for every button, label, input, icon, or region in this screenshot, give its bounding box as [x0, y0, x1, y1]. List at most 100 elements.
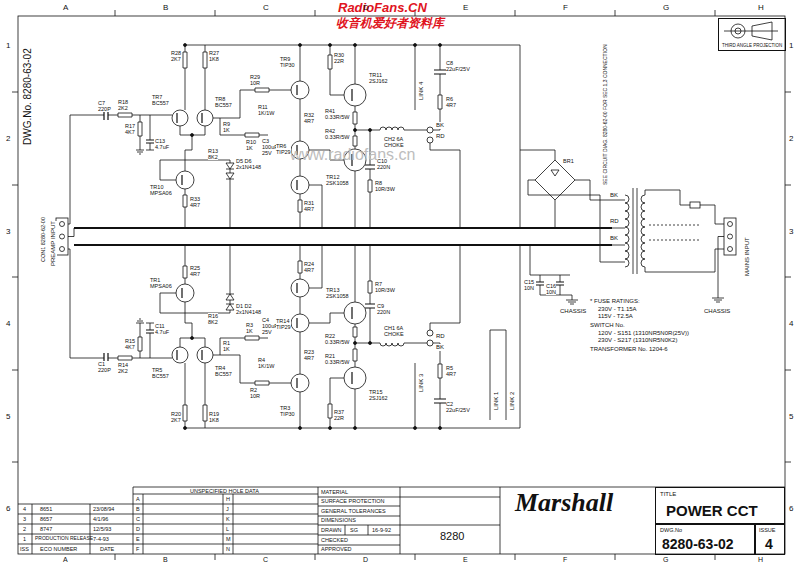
connector-pin	[60, 234, 65, 239]
voltage-switch	[649, 225, 700, 240]
note-text: CHASSIS	[704, 308, 730, 315]
component-label: D5 D6 2x1N4148	[236, 158, 261, 170]
component-label: TR7 BC557	[152, 94, 169, 106]
upper-channel	[65, 44, 521, 229]
note-text: TRANSFORMER No. 1204-6	[590, 346, 668, 353]
component-label: TR12 2SK1058	[326, 174, 349, 186]
note-text: RD	[436, 333, 445, 340]
component-label: R23 4R7	[304, 349, 314, 361]
note-text: CHASSIS	[560, 308, 586, 315]
component-label: C16 10N	[546, 283, 556, 295]
component-label: R20 2K7	[171, 411, 181, 423]
component-label: TR10 MPSA06	[150, 184, 172, 196]
grid-reference: 2	[789, 135, 793, 144]
component-label: R8 10R/3W	[375, 180, 395, 192]
fuse-symbol	[690, 202, 700, 208]
grid-reference: E	[463, 4, 468, 13]
grid-reference: 5	[6, 413, 10, 422]
table-cell: 8280	[440, 530, 464, 542]
table-cell: 8651	[40, 506, 52, 512]
table-cell: N	[226, 546, 230, 552]
projection-box: THIRD ANGLE PROJECTION	[718, 18, 786, 51]
table-cell: SURFACE PROTECTION	[321, 498, 385, 504]
component-label: TR1 MPSA06	[150, 277, 172, 289]
component-label: C7 220P	[98, 100, 111, 112]
table-cell: H	[226, 496, 230, 502]
component-label: R4 1K/1W	[258, 357, 275, 369]
component-label: CH2 6A CHOKE	[384, 136, 404, 148]
projection-symbol	[735, 28, 741, 34]
vertical-label: LINK 2	[509, 392, 516, 410]
bus-line	[74, 228, 612, 245]
component-label: BR1	[563, 158, 574, 164]
component-label: C9 220N	[377, 303, 390, 315]
table-cell: DIMENSIONS	[321, 517, 356, 523]
box-heading: TITLE	[660, 491, 676, 498]
table-cell: 23/08/94	[93, 506, 114, 512]
table-cell: E	[136, 536, 140, 542]
component-label: C8 22uF/25V	[446, 60, 470, 72]
table-cell: 3	[23, 516, 26, 522]
component-label: R21 0.33R/5W	[325, 353, 349, 365]
table-cell: ECO NUMBER	[40, 546, 77, 552]
table-cell: 2	[23, 526, 26, 532]
table-cell: F	[136, 546, 139, 552]
note-text: 230V - T1.15A	[598, 306, 637, 313]
component-label: R13 8K2	[208, 148, 218, 160]
issue-box: ISSUE4	[755, 524, 785, 555]
grid-reference: F	[563, 556, 567, 564]
note-text: BK	[436, 344, 444, 351]
table-cell: 8657	[40, 516, 52, 522]
grid-reference: 6	[789, 505, 793, 514]
projection-symbol	[731, 24, 745, 38]
table-cell: PRODUCTION RELEASE	[35, 536, 93, 542]
grid-reference: E	[463, 556, 468, 564]
table-cell: UNSPECIFIED HOLE DATA	[190, 488, 259, 494]
component-label: TR14 TIP29	[276, 318, 291, 330]
note-text: RD	[610, 218, 619, 225]
connector-pin	[728, 222, 733, 227]
mains-connector	[724, 218, 736, 255]
component-label: R27 1K8	[209, 50, 219, 62]
component-label: R9 1K	[223, 121, 230, 133]
grid-reference: C	[263, 556, 268, 564]
component-label: R5 4R7	[446, 365, 456, 377]
component-label: TR9 TIP30	[280, 56, 295, 68]
note-text: SWITCH No.	[590, 322, 625, 329]
component-label: R10 1K	[246, 139, 256, 151]
note-text: BK	[610, 192, 618, 199]
table-cell: J	[226, 506, 229, 512]
vertical-label: LINK 1	[493, 392, 500, 410]
transformer-core	[633, 188, 637, 274]
transformer-secondary	[625, 195, 629, 267]
grid-reference: 4	[6, 320, 10, 329]
component-label: R33 4R7	[190, 196, 200, 208]
note-text: 230V - S217 (1310NR5N0K2)	[598, 337, 677, 344]
table-cell: A	[136, 496, 140, 502]
bridge-rectifier	[535, 160, 575, 200]
box-value: 8280-63-02	[662, 537, 734, 552]
component-label: TR6 TIP29	[276, 143, 291, 155]
box-value: 4	[765, 537, 773, 552]
input-connector	[56, 218, 68, 255]
table-cell: 4	[23, 506, 26, 512]
component-label: CH1 6A CHOKE	[384, 325, 404, 337]
title-block-lines	[18, 487, 785, 554]
grid-reference: B	[163, 4, 168, 13]
component-label: R6 4R7	[446, 96, 456, 108]
table-cell: 16-9-92	[372, 527, 391, 533]
component-label: D1 D2 2x1N4148	[236, 303, 261, 315]
component-label: R14 2K2	[118, 362, 128, 374]
box-value: POWER CCT	[666, 503, 758, 520]
component-label: R25 4R7	[190, 265, 200, 277]
table-cell: M	[226, 536, 231, 542]
component-label: R31 4R7	[304, 200, 314, 212]
box-heading: THIRD ANGLE PROJECTION	[722, 44, 782, 49]
vertical-label: SEE CIRCUIT DIAG. 8280-62-00 FOR SEC 1,3…	[603, 44, 609, 185]
grid-reference: 1	[6, 42, 10, 51]
component-label: R15 4K7	[125, 338, 135, 350]
table-cell: 12/5/93	[93, 526, 111, 532]
component-label: C10 220N	[377, 158, 390, 170]
component-label: TR13 2SK1058	[326, 287, 349, 299]
table-cell: 1	[23, 536, 26, 542]
